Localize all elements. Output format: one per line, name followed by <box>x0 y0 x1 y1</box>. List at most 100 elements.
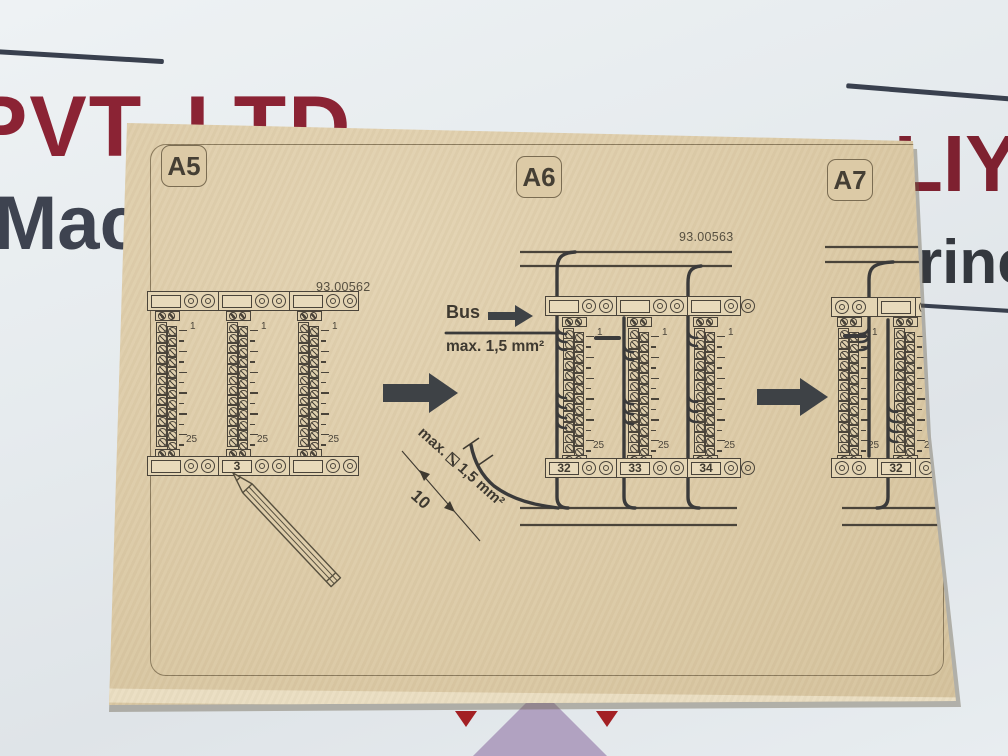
screw-cell <box>904 435 915 446</box>
screw-cell <box>638 373 649 384</box>
screw-cell <box>227 332 238 343</box>
slot-label-32: 32 <box>881 461 911 475</box>
screw-cell <box>308 356 319 368</box>
screw-cell <box>838 390 849 401</box>
screw-cell <box>848 362 859 374</box>
scale-tick <box>178 371 187 373</box>
screw-cell <box>166 398 177 409</box>
scale-tick <box>320 330 329 332</box>
scale-tick <box>860 356 869 359</box>
screw-icon <box>343 459 357 473</box>
slot-box <box>881 300 911 314</box>
screw-cell <box>563 348 574 360</box>
screw-cell <box>573 425 584 436</box>
screw-cell <box>704 352 715 363</box>
part-number-a5: 93.00562 <box>316 280 371 294</box>
scale-tick <box>916 408 922 411</box>
screw-icon <box>653 299 667 313</box>
screw-icon <box>326 459 340 473</box>
screw-cell <box>237 387 248 399</box>
screw-cell <box>638 435 649 446</box>
screw-cell <box>298 415 309 427</box>
screw-cell <box>227 353 238 364</box>
screw-cell <box>308 325 319 336</box>
scale-tick <box>585 450 591 452</box>
screw-cell <box>156 384 167 395</box>
screw-cell <box>694 442 705 453</box>
scale-tick <box>716 450 722 452</box>
terminal-rail-top-a5 <box>147 291 359 311</box>
screw-cell <box>838 432 849 443</box>
terminal-number-last: 25 <box>257 434 269 445</box>
scale-tick <box>320 340 326 342</box>
screw-icon <box>599 299 613 313</box>
screw-cell <box>694 369 705 381</box>
screw-cell <box>308 367 319 378</box>
screw-cell <box>628 421 639 433</box>
scale-tick <box>178 392 187 394</box>
screw-icon <box>272 294 286 308</box>
terminal-number-first: 1 <box>597 327 603 338</box>
screw-cell <box>308 419 319 430</box>
screw-cell <box>704 414 715 426</box>
scale-tick <box>650 346 656 348</box>
screw-icon <box>835 461 849 475</box>
screw-cell <box>628 338 639 349</box>
screw-cell <box>894 338 905 349</box>
screw-icon <box>582 461 596 475</box>
screw-cell <box>638 331 649 342</box>
screw-cell <box>838 400 849 412</box>
scale-tick <box>860 398 869 400</box>
screw-cell <box>894 348 905 360</box>
panel-label-a7: A7 <box>827 159 873 201</box>
screw-cell <box>573 414 584 426</box>
scale-tick <box>916 388 922 390</box>
logo-red-triangle-icon <box>455 711 477 727</box>
screw-cell <box>563 442 574 453</box>
screw-cell <box>227 342 238 354</box>
screw-cell <box>308 398 319 409</box>
screw-cell <box>166 346 177 357</box>
screw-cell <box>628 400 639 412</box>
screw-icon <box>272 459 286 473</box>
scale-tick <box>716 367 722 369</box>
screw-cell <box>227 415 238 427</box>
screw-cell <box>227 322 238 333</box>
screw-cell <box>638 425 649 436</box>
scale-tick <box>249 340 255 342</box>
scale-tick <box>650 429 656 431</box>
screw-cell <box>838 442 849 453</box>
screw-cell <box>838 411 849 422</box>
scale-tick <box>916 450 922 452</box>
screw-cell <box>628 432 639 443</box>
terminal-number-first: 1 <box>928 327 934 338</box>
screw-cell <box>308 408 319 420</box>
scale-tick <box>249 444 255 446</box>
screw-cell <box>563 369 574 381</box>
screw-cell <box>694 390 705 401</box>
screw-cell <box>166 367 177 378</box>
terminal-strip: 1 25 <box>693 317 742 465</box>
screw-cell <box>227 405 238 416</box>
scale-tick <box>650 398 659 400</box>
screw-cell <box>166 419 177 430</box>
scale-tick <box>860 377 869 379</box>
screw-cell <box>573 362 584 374</box>
screw-cell <box>894 432 905 443</box>
screw-cell <box>848 331 859 342</box>
scale-tick <box>585 346 591 348</box>
screw-cell <box>838 338 849 349</box>
scale-tick <box>320 382 326 384</box>
screw-cell <box>694 421 705 433</box>
terminal-number-first: 1 <box>728 327 734 338</box>
screw-cell <box>563 411 574 422</box>
slot-box <box>549 299 579 313</box>
screw-cell <box>894 442 905 453</box>
terminal-number-last: 25 <box>724 440 736 451</box>
screw-cell <box>704 373 715 384</box>
scale-tick <box>650 388 656 390</box>
slot-box <box>293 294 323 308</box>
letterhead-rule-top-left <box>0 48 164 65</box>
